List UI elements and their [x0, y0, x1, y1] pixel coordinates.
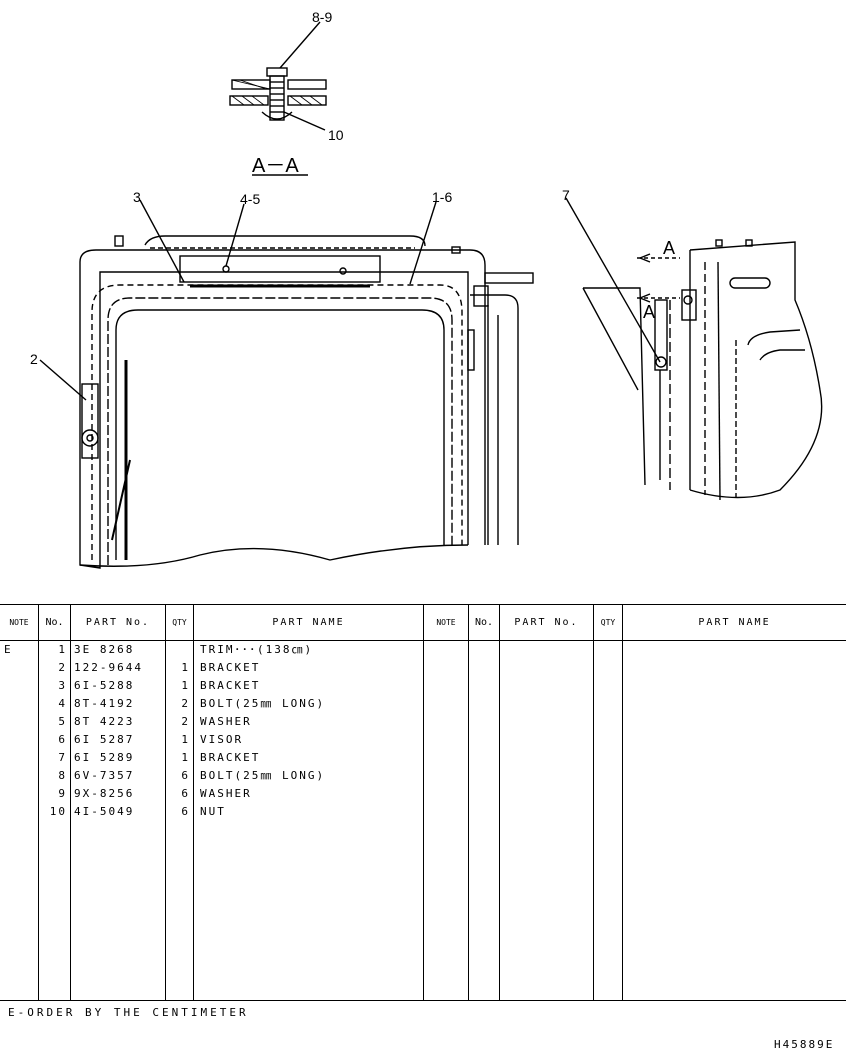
header-part-no-2: PART No.	[514, 616, 579, 628]
cell-part-no: 122-9644	[74, 661, 143, 674]
header-part-no: PART No.	[85, 616, 151, 628]
section-arrow-a-top: A	[663, 238, 675, 258]
cell-part-no: 9X-8256	[74, 787, 135, 800]
cell-name: BRACKET	[200, 679, 261, 692]
cell-note	[4, 767, 34, 785]
section-a-a-detail	[229, 21, 327, 131]
cell-part-no: 4I-5049	[74, 805, 135, 818]
cell-note	[4, 731, 34, 749]
section-arrow-a-bottom: A	[643, 302, 655, 322]
cell-no: 7	[58, 751, 67, 764]
cell-name: NUT	[200, 805, 226, 818]
cell-no: 10	[49, 805, 67, 818]
cell-qty: 1	[181, 733, 190, 746]
cell-no: 6	[58, 733, 67, 746]
cell-note	[4, 803, 34, 821]
cab-front-view	[79, 235, 534, 569]
callout-7: 7	[562, 187, 570, 203]
cell-note	[4, 695, 34, 713]
parts-illustration: 8-9 10 A－A 3 4-5 1-6 2 7 A A	[30, 9, 823, 569]
cell-name: BRACKET	[200, 661, 261, 674]
footnote: E-ORDER BY THE CENTIMETER	[8, 1006, 249, 1019]
cell-part-no: 8T-4192	[74, 697, 135, 710]
cell-note	[4, 713, 34, 731]
cell-no: 2	[58, 661, 67, 674]
callout-1-6: 1-6	[432, 189, 452, 205]
cell-name: WASHER	[200, 715, 252, 728]
cab-side-view	[582, 239, 823, 501]
cell-qty: 6	[181, 787, 190, 800]
parts-table-grid	[0, 604, 846, 1001]
cell-qty: 6	[181, 769, 190, 782]
header-qty: QTY	[172, 617, 187, 627]
cell-part-no: 6V-7357	[74, 769, 135, 782]
cell-note: E	[4, 643, 13, 656]
cell-part-no: 3E 8268	[74, 643, 135, 656]
callout-8-9: 8-9	[312, 9, 332, 25]
header-note: NOTE	[9, 617, 29, 627]
cell-name: WASHER	[200, 787, 252, 800]
cell-no: 8	[58, 769, 67, 782]
header-no-2: No.	[474, 616, 494, 628]
cell-qty: 1	[181, 751, 190, 764]
cell-note	[4, 659, 34, 677]
section-label: A－A	[252, 155, 299, 177]
cell-qty: 1	[181, 661, 190, 674]
callout-3: 3	[133, 189, 141, 205]
cell-qty	[166, 641, 190, 659]
cell-qty: 2	[181, 715, 190, 728]
callout-4-5: 4-5	[240, 191, 260, 207]
cell-no: 5	[58, 715, 67, 728]
cell-part-no: 6I 5289	[74, 751, 135, 764]
cell-name: BOLT(25㎜ LONG)	[200, 697, 326, 710]
callout-10: 10	[328, 127, 344, 143]
cell-qty: 6	[181, 805, 190, 818]
header-part-name-2: PART NAME	[698, 616, 771, 628]
header-part-name: PART NAME	[272, 616, 345, 628]
cell-no: 3	[58, 679, 67, 692]
callout-2: 2	[30, 351, 38, 367]
cell-name: BOLT(25㎜ LONG)	[200, 769, 326, 782]
cell-qty: 1	[181, 679, 190, 692]
cell-name: BRACKET	[200, 751, 261, 764]
cell-part-no: 6I-5288	[74, 679, 135, 692]
cell-no: 1	[58, 643, 67, 656]
header-note-2: NOTE	[436, 617, 456, 627]
cell-qty: 2	[181, 697, 190, 710]
cell-part-no: 8T 4223	[74, 715, 135, 728]
header-qty-2: QTY	[600, 617, 616, 627]
cell-note	[4, 749, 34, 767]
cell-name: TRIM･･･(138㎝)	[200, 643, 314, 656]
cell-name: VISOR	[200, 733, 244, 746]
cell-note	[4, 677, 34, 695]
header-no: No.	[45, 616, 64, 628]
cell-no: 4	[58, 697, 67, 710]
cell-note	[4, 785, 34, 803]
cell-part-no: 6I 5287	[74, 733, 135, 746]
cell-no: 9	[58, 787, 67, 800]
drawing-number: H45889E	[774, 1038, 835, 1051]
